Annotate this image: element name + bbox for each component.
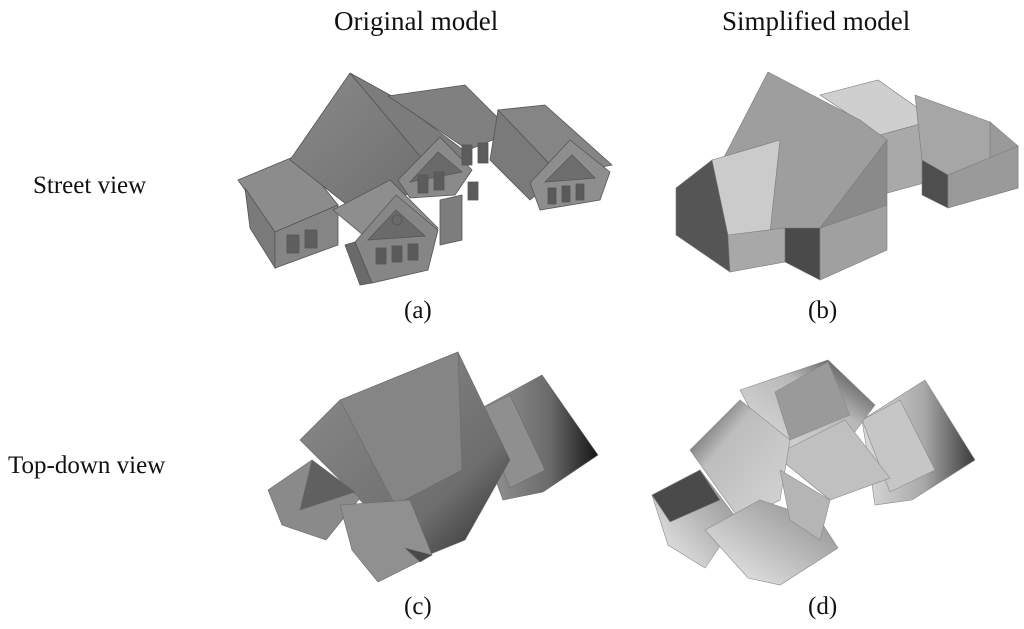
column-header-original: Original model <box>334 6 499 36</box>
row-header-street: Street view <box>33 172 147 199</box>
caption-b: (b) <box>808 297 838 324</box>
caption-a: (a) <box>404 297 432 324</box>
original-street-view-model <box>237 72 613 286</box>
caption-c: (c) <box>404 593 432 620</box>
column-header-simplified: Simplified model <box>722 6 911 36</box>
caption-d: (d) <box>808 593 838 620</box>
original-top-down-model <box>267 351 599 583</box>
simplified-street-view-model <box>675 71 1019 281</box>
simplified-top-down-model <box>651 359 976 586</box>
row-header-topdown: Top-down view <box>8 452 166 479</box>
